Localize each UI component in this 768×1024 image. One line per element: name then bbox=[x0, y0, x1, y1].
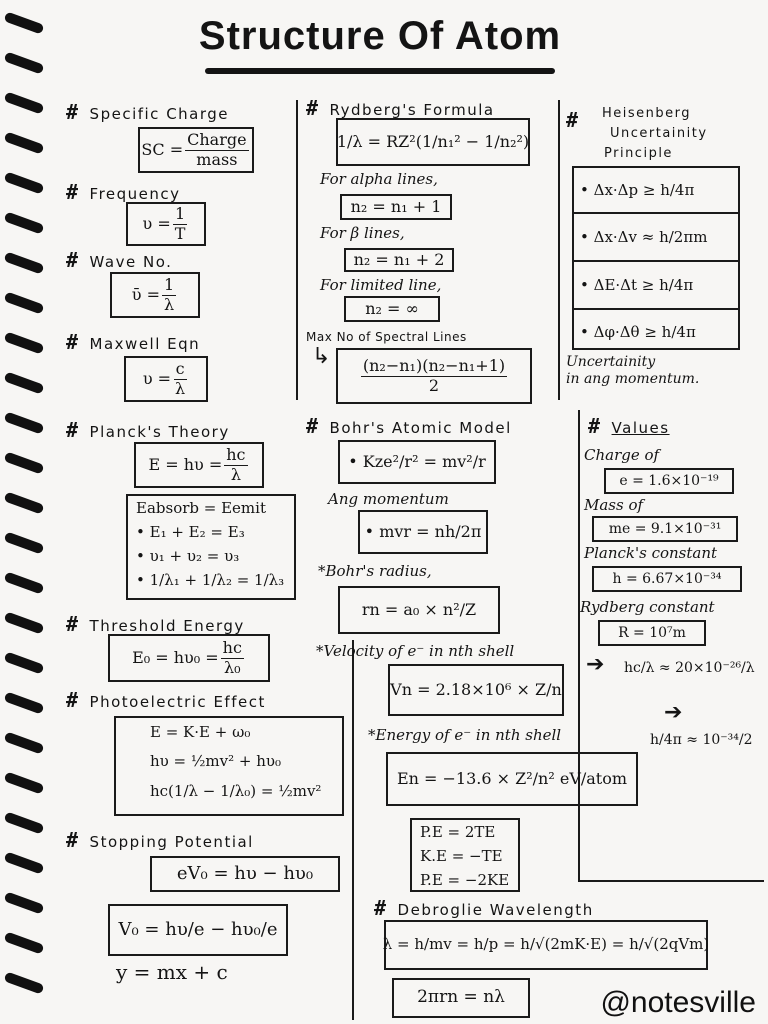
approx-h-4pi: h/4π ≈ 10⁻³⁴/2 bbox=[650, 732, 753, 748]
planck-relations-box: Eabsorb = Eemit • E₁ + E₂ = E₃ • υ₁ + υ₂… bbox=[126, 494, 296, 600]
curved-arrow-icon: ↳ bbox=[312, 344, 331, 369]
heading-rydberg: #Rydberg's Formula bbox=[306, 96, 495, 120]
hash-icon: # bbox=[66, 330, 80, 354]
max-spectral-lines-box: (n₂−n₁)(n₂−n₁+1)2 bbox=[336, 348, 532, 404]
hash-icon: # bbox=[66, 100, 80, 124]
hash-icon: # bbox=[66, 612, 80, 636]
energy-box: En = −13.6 × Z²/n² eV/atom bbox=[386, 752, 638, 806]
bohr-radius-box: rn = a₀ × n²/Z bbox=[338, 586, 500, 634]
spiral-binding bbox=[4, 12, 44, 994]
value-box: h = 6.67×10⁻³⁴ bbox=[592, 566, 742, 592]
value-label: Planck's constant bbox=[584, 544, 718, 562]
hash-icon: # bbox=[66, 688, 80, 712]
value-box: me = 9.1×10⁻³¹ bbox=[592, 516, 738, 542]
heading-threshold: #Threshold Energy bbox=[66, 612, 245, 636]
velocity-note: *Velocity of e⁻ in nth shell bbox=[316, 642, 515, 660]
energy-relations-box: P.E = 2TE K.E = −TE P.E = −2KE bbox=[410, 818, 520, 892]
heading-bohr-model: #Bohr's Atomic Model bbox=[306, 414, 512, 438]
value-label: Rydberg constant bbox=[580, 598, 715, 616]
heading-debroglie: #Debroglie Wavelength bbox=[374, 896, 594, 920]
hash-icon: # bbox=[588, 414, 602, 438]
bohr-quantization-box: 2πrn = nλ bbox=[392, 978, 530, 1018]
ang-momentum-note: Ang momentum bbox=[328, 490, 449, 508]
velocity-box: Vn = 2.18×10⁶ × Z/n bbox=[388, 664, 564, 716]
rydberg-box: 1/λ = RZ²(1/n₁² − 1/n₂²) bbox=[336, 118, 530, 166]
alpha-lines-note: For alpha lines, bbox=[320, 170, 438, 188]
hash-icon: # bbox=[66, 248, 80, 272]
hash-icon: # bbox=[66, 828, 80, 852]
page-title: Structure Of Atom bbox=[198, 14, 562, 58]
value-box: e = 1.6×10⁻¹⁹ bbox=[604, 468, 734, 494]
divider-horizontal-step bbox=[578, 880, 764, 882]
hash-icon: # bbox=[66, 180, 80, 204]
value-box: R = 10⁷m bbox=[598, 620, 706, 646]
heading-photoelectric: #Photoelectric Effect bbox=[66, 688, 266, 712]
limited-line-box: n₂ = ∞ bbox=[344, 296, 440, 322]
heisenberg-box: • Δx·Δp ≥ h/4π • Δx·Δv ≈ h/2πm • ΔE·Δt ≥… bbox=[572, 166, 740, 350]
beta-lines-note: For β lines, bbox=[320, 224, 405, 242]
value-label: Charge of bbox=[584, 446, 660, 464]
linear-equation: y = mx + c bbox=[116, 960, 228, 984]
arrow-right-icon: ➔ bbox=[586, 652, 605, 677]
hash-icon: # bbox=[566, 108, 580, 132]
approx-hc-lambda: hc/λ ≈ 20×10⁻²⁶/λ bbox=[624, 660, 755, 676]
hash-icon: # bbox=[66, 418, 80, 442]
heading-stopping-potential: #Stopping Potential bbox=[66, 828, 254, 852]
heading-planck: #Planck's Theory bbox=[66, 418, 230, 442]
arrow-right-icon: ➔ bbox=[664, 700, 683, 725]
bohr-radius-note: *Bohr's radius, bbox=[318, 562, 432, 580]
energy-note: *Energy of e⁻ in nth shell bbox=[368, 726, 562, 744]
heading-frequency: #Frequency bbox=[66, 180, 181, 204]
title-underline bbox=[205, 68, 555, 74]
debroglie-box: λ = h/mv = h/p = h/√(2mK·E) = h/√(2qVm) bbox=[383, 920, 709, 970]
alpha-lines-box: n₂ = n₁ + 1 bbox=[340, 194, 452, 220]
bohr-model-box: • Kze²/r² = mv²/r bbox=[338, 440, 496, 484]
heisenberg-row: • Δx·Δp ≥ h/4π bbox=[574, 168, 738, 214]
heading-maxwell: #Maxwell Eqn bbox=[66, 330, 201, 354]
photoelectric-box: E = K·E + ω₀ hυ = ½mv² + hυ₀ hc(1/λ − 1/… bbox=[114, 716, 344, 816]
hash-icon: # bbox=[306, 414, 320, 438]
heisenberg-row: • Δx·Δv ≈ h/2πm bbox=[574, 214, 738, 262]
hash-icon: # bbox=[306, 96, 320, 120]
ang-momentum-box: • mvr = nh/2π bbox=[358, 510, 488, 554]
divider-col2-col3 bbox=[558, 100, 560, 400]
divider-col3-step bbox=[578, 410, 580, 880]
divider-col1-col2 bbox=[296, 100, 298, 400]
heading-values: #Values bbox=[588, 414, 670, 438]
heisenberg-row: • ΔE·Δt ≥ h/4π bbox=[574, 262, 738, 310]
heading-heisenberg: # Heisenberg Uncertainity Principle bbox=[566, 106, 708, 161]
value-label: Mass of bbox=[584, 496, 644, 514]
heading-max-spectral-lines: Max No of Spectral Lines bbox=[306, 330, 467, 344]
watermark: @notesville bbox=[600, 986, 756, 1019]
heading-specific-charge: #Specific Charge bbox=[66, 100, 230, 124]
heading-wave-no: #Wave No. bbox=[66, 248, 173, 272]
limited-line-note: For limited line, bbox=[320, 276, 442, 294]
stopping-eq-box: eV₀ = hυ − hυ₀ bbox=[150, 856, 340, 892]
uncertainty-note: Uncertainity in ang momentum. bbox=[566, 354, 700, 387]
beta-lines-box: n₂ = n₁ + 2 bbox=[344, 248, 454, 272]
stopping-v0-box: V₀ = hυ/e − hυ₀/e bbox=[108, 904, 288, 956]
heisenberg-row: • Δφ·Δθ ≥ h/4π bbox=[580, 323, 696, 341]
divider-col1-col2-lower bbox=[352, 640, 354, 1020]
hash-icon: # bbox=[374, 896, 388, 920]
